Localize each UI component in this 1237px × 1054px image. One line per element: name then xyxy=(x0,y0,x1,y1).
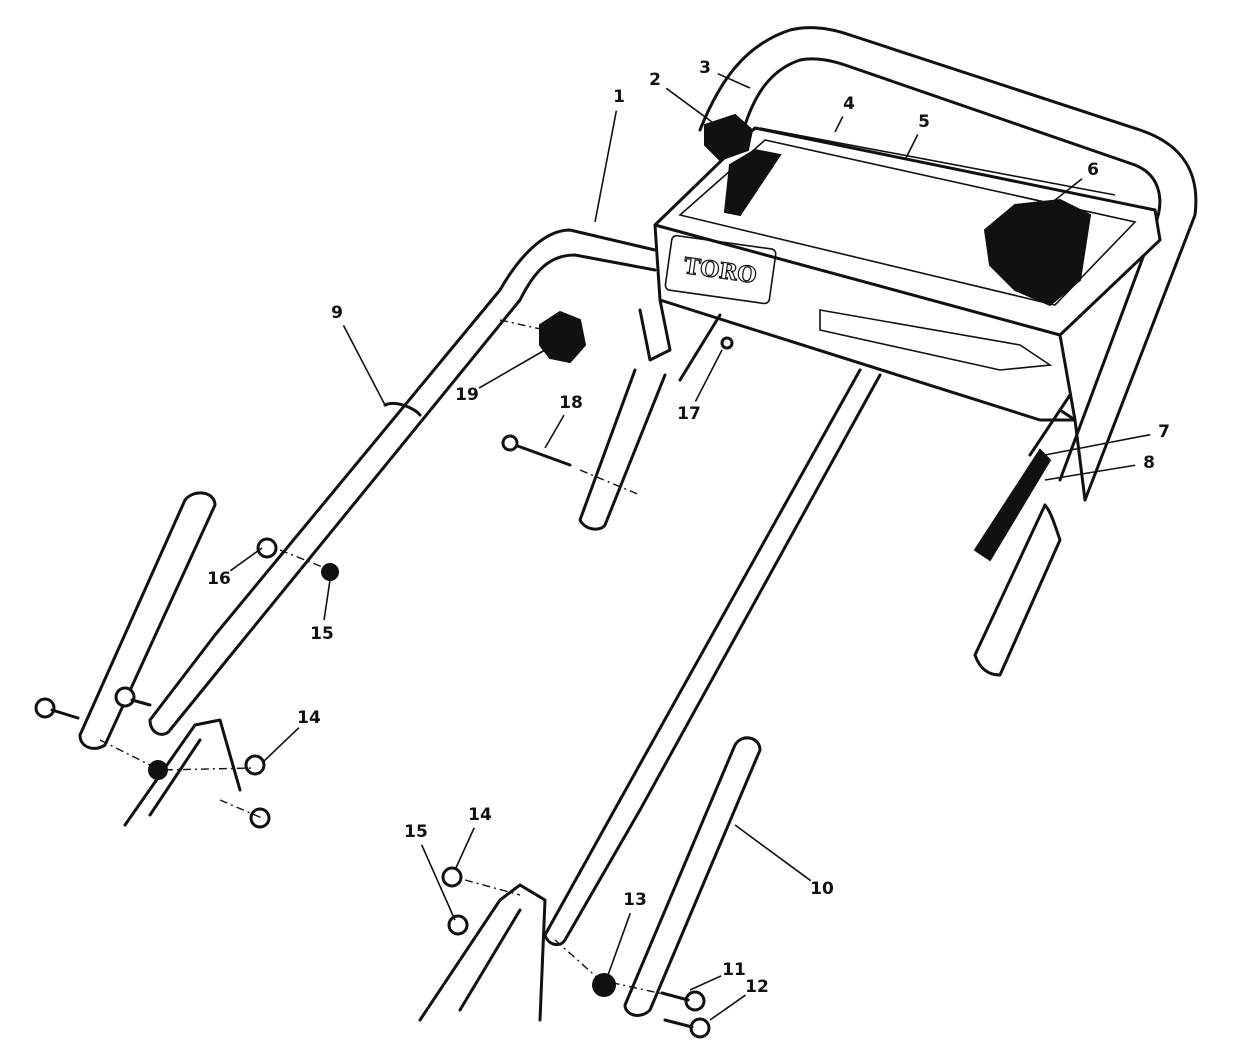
leader-line xyxy=(478,349,546,389)
side-plates xyxy=(78,491,762,1022)
control-bail-6 xyxy=(983,198,1092,307)
callout-number: 17 xyxy=(677,404,701,424)
leader-line xyxy=(420,844,456,921)
leader-line xyxy=(694,349,723,402)
leader-line xyxy=(734,824,812,882)
callout-number: 2 xyxy=(649,70,661,90)
control-box: TORO xyxy=(653,113,1162,502)
callout-number: 11 xyxy=(722,960,746,980)
leader-line xyxy=(689,975,722,991)
leader-line xyxy=(709,994,747,1021)
callout-number: 4 xyxy=(843,94,855,114)
centerlines xyxy=(99,319,691,1001)
callout-number: 13 xyxy=(623,890,647,910)
leader-line xyxy=(607,912,632,976)
callout-number: 9 xyxy=(331,303,343,323)
upper-handle xyxy=(698,26,1198,677)
leader-line xyxy=(342,325,386,406)
leader-line xyxy=(1044,433,1151,456)
leader-line xyxy=(454,827,475,871)
callout-number: 19 xyxy=(455,385,479,405)
leader-line xyxy=(665,87,713,123)
leader-lines xyxy=(229,72,1151,1021)
leader-line xyxy=(261,727,300,764)
spring-8 xyxy=(973,448,1052,562)
leader-line xyxy=(229,547,263,572)
callout-number: 12 xyxy=(745,977,769,997)
leader-line xyxy=(904,134,919,161)
leader-line xyxy=(1044,464,1136,481)
callout-number: 15 xyxy=(310,624,334,644)
callout-number: 1 xyxy=(613,87,625,107)
leader-line xyxy=(544,414,565,449)
callout-number: 14 xyxy=(468,805,492,825)
callout-number: 3 xyxy=(699,58,711,78)
throttle-knob-2 xyxy=(704,113,754,162)
callout-number: 18 xyxy=(559,393,583,413)
lower-handle xyxy=(148,228,882,947)
leader-line xyxy=(323,579,331,621)
callout-number: 10 xyxy=(810,879,834,899)
callout-number: 14 xyxy=(297,708,321,728)
leader-line xyxy=(717,72,751,89)
hardware xyxy=(34,310,1072,1039)
callout-number: 6 xyxy=(1087,160,1099,180)
leader-line xyxy=(594,110,618,223)
handle-knob-19 xyxy=(539,310,587,364)
callout-number: 8 xyxy=(1143,453,1155,473)
leader-line xyxy=(834,116,844,133)
callout-number: 7 xyxy=(1158,422,1170,442)
leader-line xyxy=(1039,178,1083,213)
pin-16 xyxy=(256,537,278,559)
callout-number: 16 xyxy=(207,569,231,589)
callout-number: 15 xyxy=(404,822,428,842)
callout-number: 5 xyxy=(918,112,930,132)
